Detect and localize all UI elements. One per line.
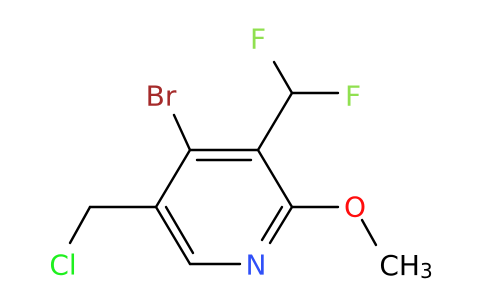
- bond-c5-c4: [154, 148, 192, 209]
- bond-c2-n: [268, 205, 294, 245]
- atom-cl: Cl: [49, 249, 76, 282]
- atom-f1: F: [250, 23, 266, 56]
- bond-o-ch3: [360, 218, 378, 247]
- atom-ch3-subscript: 3: [420, 259, 433, 283]
- bond-c2-n-double: [260, 205, 284, 242]
- atom-o: O: [344, 191, 366, 224]
- bond-c4-br: [172, 113, 192, 152]
- bond-c6-c5-double: [164, 205, 195, 255]
- bond-c3-chf2: [256, 91, 294, 152]
- atom-f2: F: [345, 80, 361, 113]
- bond-chf2-f1: [272, 60, 294, 95]
- atom-ch3-main: CH: [379, 249, 420, 282]
- atom-n: N: [246, 249, 267, 282]
- bond-ch2-cl: [68, 205, 92, 245]
- bond-c3-c2: [256, 148, 294, 209]
- atom-br: Br: [146, 80, 177, 113]
- bond-c6-c5: [154, 205, 192, 266]
- atom-ch3: CH3: [379, 249, 432, 284]
